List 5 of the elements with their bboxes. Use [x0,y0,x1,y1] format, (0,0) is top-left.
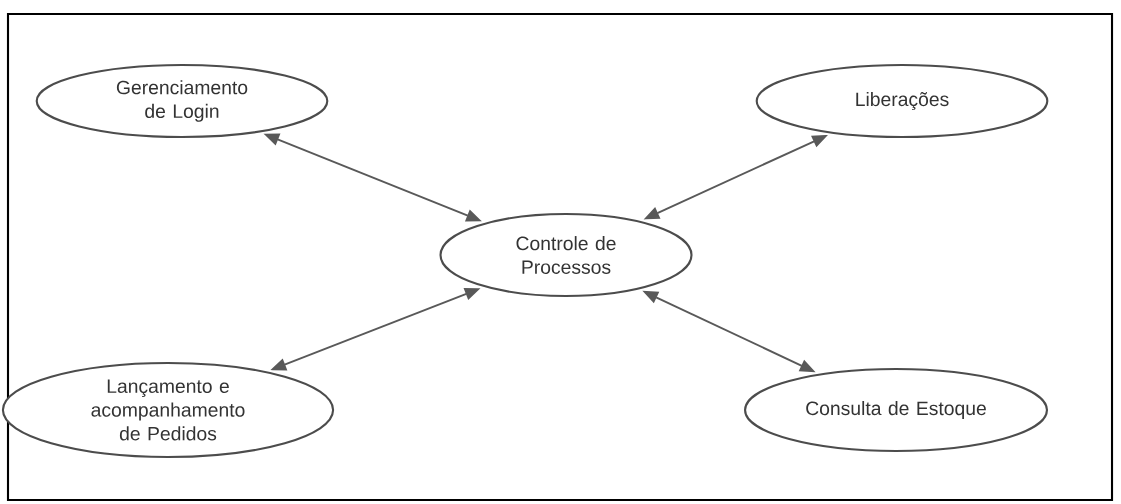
ellipse-node: Gerenciamento de Login [35,63,329,139]
ellipse-node: Liberações [755,63,1049,139]
ellipse-node: Consulta de Estoque [744,367,1048,453]
ellipse-node: Controle de Processos [439,212,693,298]
ellipse-node: Lançamento e acompanhamento de Pedidos [1,361,335,459]
